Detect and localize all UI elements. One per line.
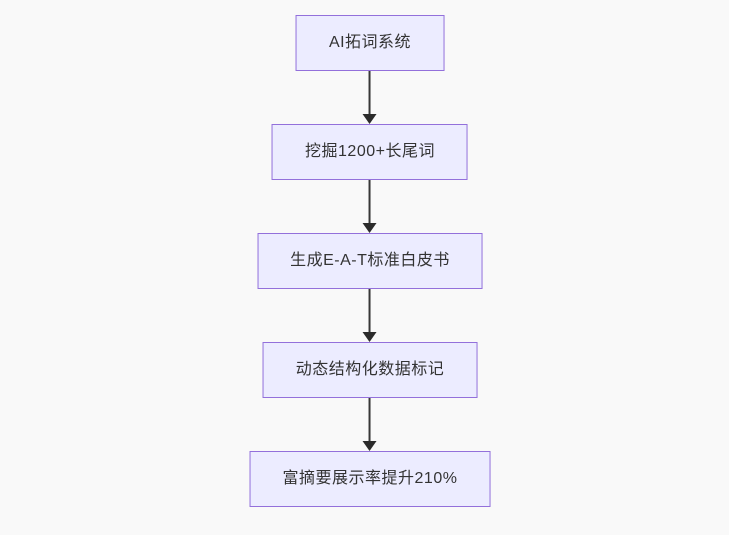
flow-arrow-3 <box>363 289 377 342</box>
arrow-line <box>369 71 371 115</box>
arrow-line <box>369 180 371 224</box>
flow-arrow-4 <box>363 398 377 451</box>
arrowhead-down-icon <box>363 114 377 124</box>
flowchart: AI拓词系统 挖掘1200+长尾词 生成E-A-T标准白皮书 动态结构化数据标记 <box>249 15 491 507</box>
node-label: AI拓词系统 <box>328 34 412 51</box>
flow-arrow-2 <box>363 180 377 233</box>
arrowhead-down-icon <box>363 223 377 233</box>
arrow-line <box>369 398 371 442</box>
arrowhead-down-icon <box>363 332 377 342</box>
flowchart-node-5: 富摘要展示率提升210% <box>249 451 491 507</box>
node-label: 富摘要展示率提升210% <box>282 470 458 487</box>
flowchart-node-1: AI拓词系统 <box>295 15 445 71</box>
node-label: 生成E-A-T标准白皮书 <box>290 252 450 269</box>
flowchart-node-4: 动态结构化数据标记 <box>262 342 478 398</box>
node-label: 挖掘1200+长尾词 <box>305 143 435 160</box>
node-label: 动态结构化数据标记 <box>295 361 445 378</box>
flowchart-node-2: 挖掘1200+长尾词 <box>272 124 468 180</box>
arrow-line <box>369 289 371 333</box>
flowchart-node-3: 生成E-A-T标准白皮书 <box>257 233 483 289</box>
flow-arrow-1 <box>363 71 377 124</box>
arrowhead-down-icon <box>363 441 377 451</box>
